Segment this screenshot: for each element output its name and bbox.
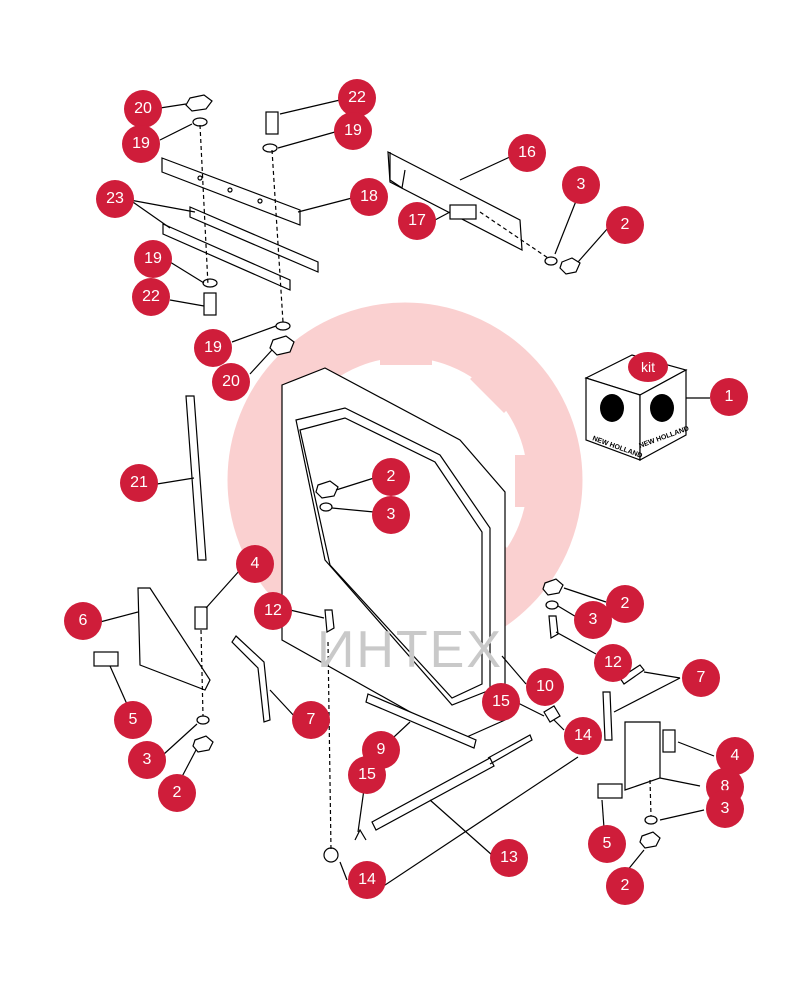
callout-3[interactable]: 3: [128, 741, 166, 779]
callout-3[interactable]: 3: [706, 790, 744, 828]
callout-6[interactable]: 6: [64, 602, 102, 640]
callout-15[interactable]: 15: [482, 683, 520, 721]
callout-2[interactable]: 2: [158, 774, 196, 812]
watermark-text: ИНТЕХ: [316, 621, 504, 679]
callout-2[interactable]: 2: [606, 206, 644, 244]
callout-4[interactable]: 4: [236, 545, 274, 583]
callout-23[interactable]: 23: [96, 180, 134, 218]
callout-1[interactable]: 1: [710, 378, 748, 416]
callout-10[interactable]: 10: [526, 668, 564, 706]
callout-19[interactable]: 19: [134, 240, 172, 278]
callout-22[interactable]: 22: [132, 278, 170, 316]
callout-19[interactable]: 19: [334, 112, 372, 150]
callout-16[interactable]: 16: [508, 134, 546, 172]
callout-19[interactable]: 19: [194, 329, 232, 367]
callout-15[interactable]: 15: [348, 756, 386, 794]
callout-22[interactable]: 22: [338, 79, 376, 117]
callout-7[interactable]: 7: [292, 701, 330, 739]
callout-2[interactable]: 2: [606, 585, 644, 623]
callout-21[interactable]: 21: [120, 464, 158, 502]
callout-5[interactable]: 5: [114, 701, 152, 739]
callout-2[interactable]: 2: [606, 867, 644, 905]
line-art: [93, 94, 715, 896]
callout-17[interactable]: 17: [398, 202, 436, 240]
callout-20[interactable]: 20: [124, 90, 162, 128]
callout-19[interactable]: 19: [122, 125, 160, 163]
callout-7[interactable]: 7: [682, 659, 720, 697]
callout-3[interactable]: 3: [372, 496, 410, 534]
callout-20[interactable]: 20: [212, 363, 250, 401]
callout-13[interactable]: 13: [490, 839, 528, 877]
callout-18[interactable]: 18: [350, 178, 388, 216]
callout-14[interactable]: 14: [348, 861, 386, 899]
callout-3[interactable]: 3: [562, 166, 600, 204]
callout-14[interactable]: 14: [564, 717, 602, 755]
callout-2[interactable]: 2: [372, 458, 410, 496]
kit-label: kit: [628, 352, 668, 382]
callout-3[interactable]: 3: [574, 601, 612, 639]
callout-12[interactable]: 12: [594, 644, 632, 682]
callout-5[interactable]: 5: [588, 825, 626, 863]
callout-12[interactable]: 12: [254, 592, 292, 630]
